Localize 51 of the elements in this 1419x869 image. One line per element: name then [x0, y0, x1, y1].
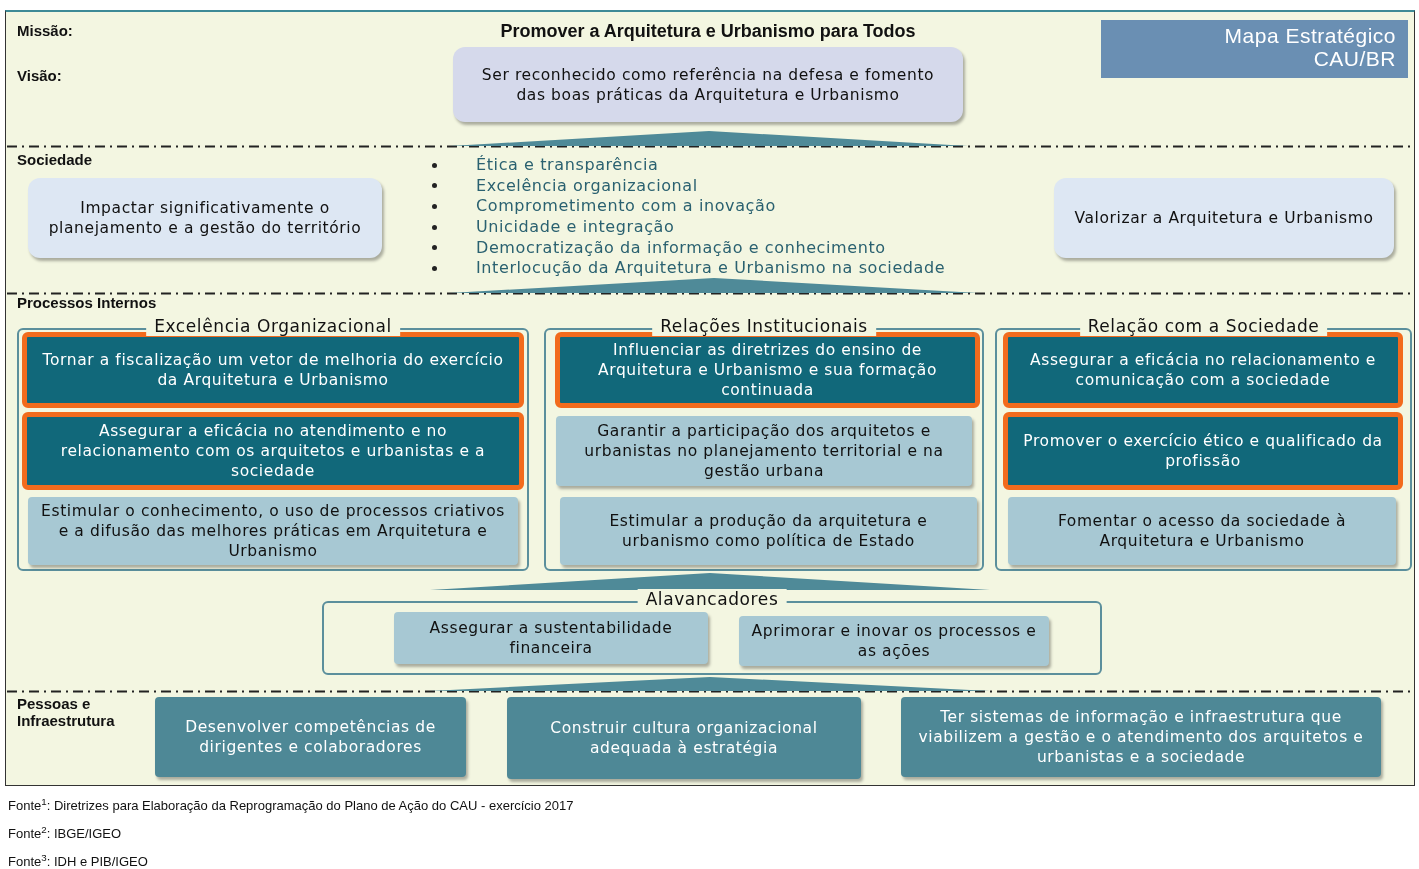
section-label: Pessoas e Infraestrutura: [17, 695, 116, 729]
objective-text: Estimular a produção da arquitetura e urbanismo como política de Estado: [608, 511, 929, 551]
group-heading: Relação com a Sociedade: [1079, 316, 1328, 336]
objective-text: Assegurar a eficácia no atendimento e no relacionamento com os arquitetos e urbanistas e a sociedade: [59, 421, 487, 481]
objective-text: Ser reconhecido como referência na defesa e fomento das boas práticas da Arquitetura e Urbanismo: [480, 64, 936, 105]
source-note: Fonte$^{2}$: IBGE/IGEO: [8, 826, 122, 842]
objective-box: [28, 497, 518, 565]
value-text: Excelência organizacional: [476, 175, 698, 196]
vision-box: [453, 47, 963, 122]
objective-text: Promover o exercício ético e qualificado da profissão: [1022, 431, 1384, 471]
group-heading: Excelência Organizacional: [146, 316, 400, 336]
highlighted-objective-box: [1003, 412, 1403, 490]
objective-box: [394, 612, 708, 664]
section-label: Missão:: [17, 22, 73, 39]
source-note: Fonte$^{3}$: IDH e PIB/IGEO: [8, 854, 148, 869]
source-note: Fonte$^{1}$: Diretrizes para Elaboração da Reprogramação do Plano de Ação do CAU - exercício 2017: [8, 798, 574, 814]
objective-text: Influenciar as diretrizes do ensino de Arquitetura e Urbanismo e sua formação continuada: [597, 340, 938, 400]
objective-box: [1008, 497, 1396, 565]
title-text: Mapa Estratégico CAU/BR: [1223, 24, 1396, 70]
section-label: Processos Internos: [17, 294, 157, 311]
objective-text: Estimular o conhecimento, o uso de processos criativos e a difusão das melhores práticas em Arquitetura e Urbanismo: [40, 501, 506, 561]
value-text: Comprometimento com a inovação: [476, 196, 776, 217]
title-box: [1101, 20, 1408, 78]
objective-text: Ter sistemas de informação e infraestrutura que viabilizem a gestão e o atendimento dos arquitetos e urbanistas e a sociedade: [917, 707, 1365, 767]
objective-box: [739, 616, 1049, 666]
objective-text: Tornar a fiscalização um vetor de melhoria do exercício da Arquitetura e Urbanismo: [41, 350, 505, 390]
section-label: Sociedade: [17, 151, 93, 168]
objective-text: Garantir a participação dos arquitetos e urbanistas no planejamento territorial e na gestão urbana: [583, 421, 945, 481]
objective-box: [155, 697, 466, 777]
objective-box: [560, 497, 977, 565]
highlighted-objective-box: [22, 412, 524, 490]
objective-text: Aprimorar e inovar os processos e as ações: [750, 621, 1038, 661]
group-heading: Relações Institucionais: [652, 316, 876, 336]
section-label: Visão:: [17, 67, 62, 84]
objective-text: Assegurar a sustentabilidade financeira: [428, 618, 674, 658]
objective-text: Construir cultura organizacional adequada à estratégia: [549, 718, 819, 758]
objective-text: Valorizar a Arquitetura e Urbanismo: [1073, 208, 1375, 228]
objective-box: [507, 697, 861, 779]
objective-text: Assegurar a eficácia no relacionamento e comunicação com a sociedade: [1029, 350, 1377, 390]
mission-text: Promover a Arquitetura e Urbanismo para Todos: [499, 20, 917, 42]
objective-text: Impactar significativamente o planejamento e a gestão do território: [47, 198, 363, 238]
objective-box: [1054, 178, 1394, 258]
objective-box: [901, 697, 1381, 777]
value-text: Ética e transparência: [476, 155, 659, 176]
objective-box: [28, 178, 382, 258]
objective-text: Fomentar o acesso da sociedade à Arquitetura e Urbanismo: [1056, 511, 1348, 551]
objective-box: [556, 416, 972, 486]
value-text: Interlocução da Arquitetura e Urbanismo na sociedade: [476, 258, 946, 279]
value-text: Democratização da informação e conhecimento: [476, 237, 886, 258]
value-text: Unicidade e integração: [476, 217, 675, 238]
objective-text: Desenvolver competências de dirigentes e colaboradores: [184, 717, 437, 757]
